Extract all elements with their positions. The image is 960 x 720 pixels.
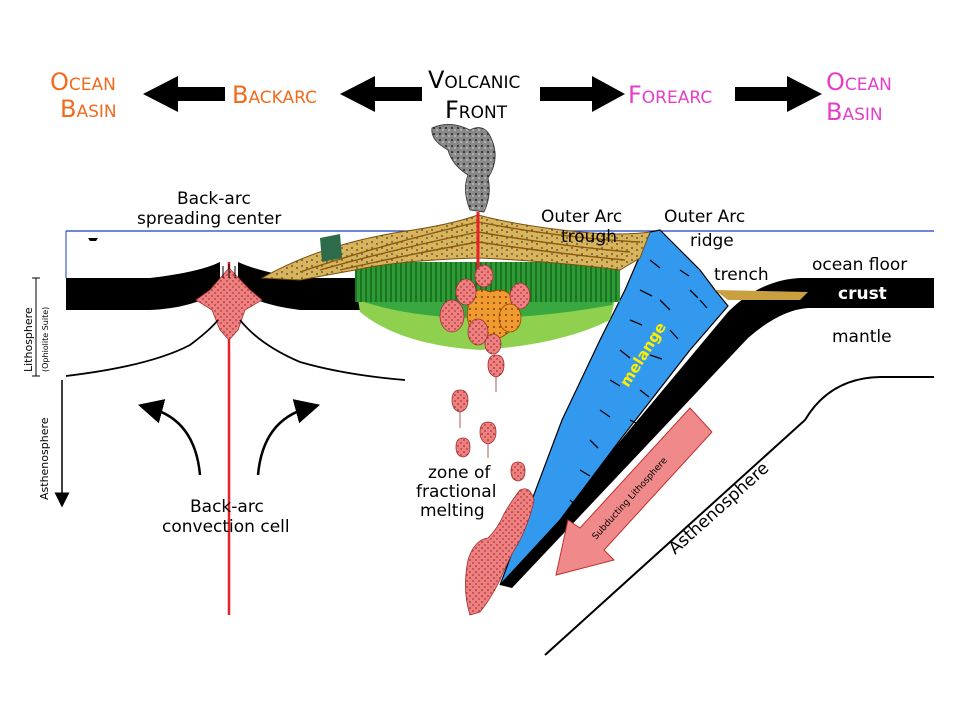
asthenosphere-boundary-right: [544, 376, 934, 656]
small-boat: [88, 238, 98, 241]
backarc-basin-dark: [320, 234, 342, 262]
asthenosphere-left-label: Asthenosphere: [38, 417, 51, 500]
melange-wedge: [499, 229, 729, 586]
melange-texture: [569, 259, 708, 508]
trench-sediment: [715, 290, 808, 300]
eruption-plume: [431, 124, 496, 213]
lithosphere-base-left: [65, 319, 219, 377]
forearc-label: Forearc: [628, 81, 712, 109]
ocean-basin-left-label-1: Ocean: [50, 68, 116, 96]
outer-arc-trough-label-1: Outer Arc: [541, 207, 622, 227]
arc-sediments: [260, 214, 651, 281]
backarc-lithosphere-left: [66, 262, 220, 310]
crust-label: crust: [838, 284, 887, 304]
spreading-vents: [222, 264, 236, 278]
ocean-basin-right-label-2: Basin: [826, 98, 883, 126]
spreading-magma: [195, 267, 263, 341]
ocean-crust-right: [800, 278, 934, 308]
outer-arc-ridge-label-1: Outer Arc: [664, 207, 745, 227]
ophiolite-label: (Ophiolite Suite): [41, 307, 50, 372]
subducting-lithosphere-arrow: [555, 407, 713, 576]
convection-label-2: convection cell: [162, 517, 290, 537]
mantle-label: mantle: [832, 327, 892, 347]
left-scale: [32, 277, 70, 508]
outer-arc-trough-label-2: trough: [561, 227, 617, 247]
subducting-slab: [500, 278, 934, 588]
header-arrows: [143, 76, 822, 112]
arrow-left-2: [340, 76, 422, 112]
convection-arrow-left: [137, 399, 202, 476]
backarc-spreading-label-1: Back-arc: [177, 189, 251, 209]
rising-diapirs: [451, 354, 526, 482]
arrow-right-1: [540, 76, 625, 112]
convection-label-1: Back-arc: [190, 497, 264, 517]
ocean-basin-right-label-1: Ocean: [826, 68, 892, 96]
ocean-floor-label: ocean floor: [812, 255, 907, 275]
zone-label-3: melting: [420, 501, 485, 521]
arrow-left-1: [143, 76, 225, 112]
convection-arrow-right: [256, 399, 321, 476]
lithosphere-label: Lithosphere: [22, 307, 35, 372]
volcanic-front-label-2: Front: [445, 96, 508, 124]
zone-label-1: zone of: [428, 463, 491, 483]
outer-arc-ridge-label-2: ridge: [690, 231, 734, 251]
lithosphere-base-right: [239, 319, 406, 381]
trench-label: trench: [714, 265, 769, 285]
fractional-melting-zone: [465, 488, 535, 616]
backarc-label: Backarc: [232, 81, 317, 109]
arc-magma-chamber: [439, 264, 531, 355]
ocean-basin-left-label-2: Basin: [60, 95, 117, 123]
arrow-right-2: [735, 76, 822, 112]
backarc-spreading-label-2: spreading center: [137, 209, 281, 229]
volcanic-front-label-1: Volcanic: [428, 66, 520, 94]
asthenosphere-right-label: Asthenosphere: [665, 459, 773, 559]
zone-label-2: fractional: [416, 482, 496, 502]
